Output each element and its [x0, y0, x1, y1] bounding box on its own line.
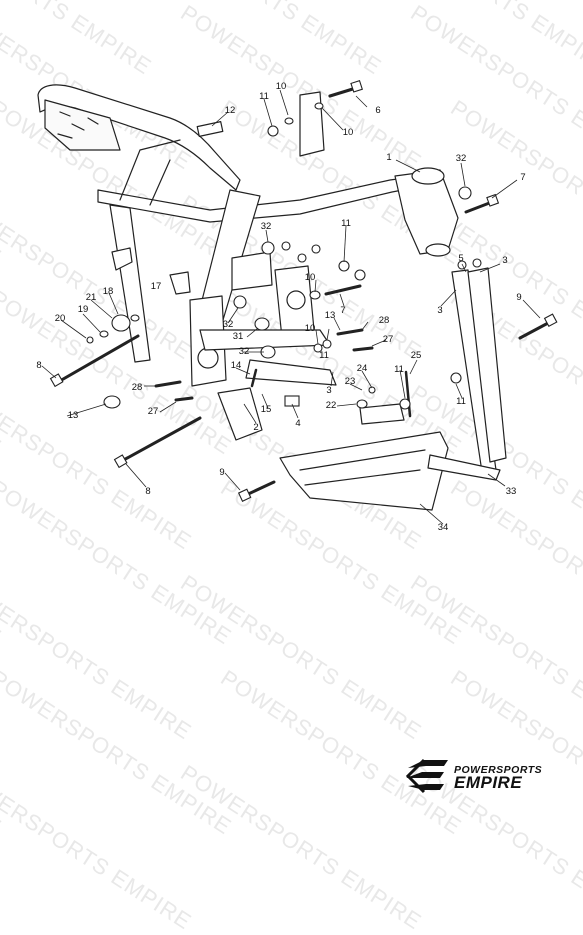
callout-3: 3 — [502, 255, 507, 266]
callout-34: 34 — [438, 522, 449, 533]
callout-33: 33 — [506, 486, 517, 497]
callout-8: 8 — [145, 486, 150, 497]
callout-20: 20 — [55, 313, 66, 324]
callout-11: 11 — [319, 350, 329, 361]
frame-parts-diagram: 1233345677889910101010111111111112131314… — [36, 79, 558, 533]
callout-10: 10 — [343, 127, 354, 138]
bolt-28-b — [154, 380, 182, 388]
callout-10: 10 — [276, 81, 287, 92]
bolt-14 — [250, 368, 258, 388]
callout-27: 27 — [383, 334, 394, 345]
bolt-27-a — [352, 346, 374, 352]
callout-13: 13 — [68, 410, 79, 421]
bolt-28-a — [336, 328, 364, 336]
callout-labels: 1233345677889910101010111111111112131314… — [36, 81, 525, 533]
bolt-9-right — [518, 320, 552, 340]
callout-7: 7 — [340, 305, 345, 316]
callout-6: 6 — [375, 105, 380, 116]
callout-13: 13 — [325, 310, 336, 321]
upper-rail — [97, 175, 425, 223]
bolt-8-upper — [56, 334, 140, 384]
callout-3: 3 — [326, 385, 331, 396]
bolt-6 — [328, 86, 358, 98]
leader-lines — [41, 89, 541, 525]
callout-1: 1 — [386, 152, 391, 163]
callout-12: 12 — [225, 105, 236, 116]
callout-23: 23 — [345, 376, 356, 387]
bolt-25 — [404, 370, 412, 418]
callout-3: 3 — [437, 305, 442, 316]
bolt-7-upper — [464, 200, 494, 214]
callout-32: 32 — [223, 319, 234, 330]
callout-15: 15 — [261, 404, 272, 415]
logo-line-1: POWERSPORTS — [454, 764, 543, 776]
logo-emblem-icon — [405, 758, 448, 794]
left-side-tube — [109, 204, 151, 363]
logo-line-2: EMPIRE — [454, 773, 523, 792]
callout-28: 28 — [132, 382, 143, 393]
bolt-7-lower — [324, 284, 362, 296]
front-downtube-right — [467, 267, 507, 463]
callout-9: 9 — [219, 467, 224, 478]
bolt-8-lower — [118, 416, 202, 464]
callout-31: 31 — [233, 331, 244, 342]
callout-2: 2 — [253, 422, 258, 433]
callout-25: 25 — [411, 350, 422, 361]
callout-9: 9 — [516, 292, 521, 303]
callout-18: 18 — [103, 286, 114, 297]
callout-11: 11 — [259, 91, 269, 102]
callout-17: 17 — [151, 281, 162, 292]
callout-4: 4 — [295, 418, 300, 429]
callout-32: 32 — [261, 221, 272, 232]
callout-21: 21 — [86, 292, 97, 303]
bolt-27-b — [174, 396, 194, 402]
rear-subframe-plate — [44, 99, 121, 151]
lower-cradle — [279, 431, 449, 511]
powersports-empire-logo: POWERSPORTS EMPIRE — [404, 756, 564, 796]
callout-27: 27 — [148, 406, 159, 417]
callout-7: 7 — [520, 172, 525, 183]
callout-8: 8 — [36, 360, 41, 371]
callout-5: 5 — [458, 253, 463, 264]
callout-19: 19 — [78, 304, 89, 315]
callout-11: 11 — [341, 218, 351, 229]
callout-24: 24 — [357, 363, 368, 374]
callout-11: 11 — [456, 396, 466, 407]
callout-28: 28 — [379, 315, 390, 326]
callout-22: 22 — [326, 400, 337, 411]
callout-11: 11 — [394, 364, 404, 375]
callout-32: 32 — [239, 346, 250, 357]
callout-32: 32 — [456, 153, 467, 164]
callout-10: 10 — [305, 272, 316, 283]
callout-10: 10 — [305, 323, 316, 334]
callout-14: 14 — [231, 360, 242, 371]
